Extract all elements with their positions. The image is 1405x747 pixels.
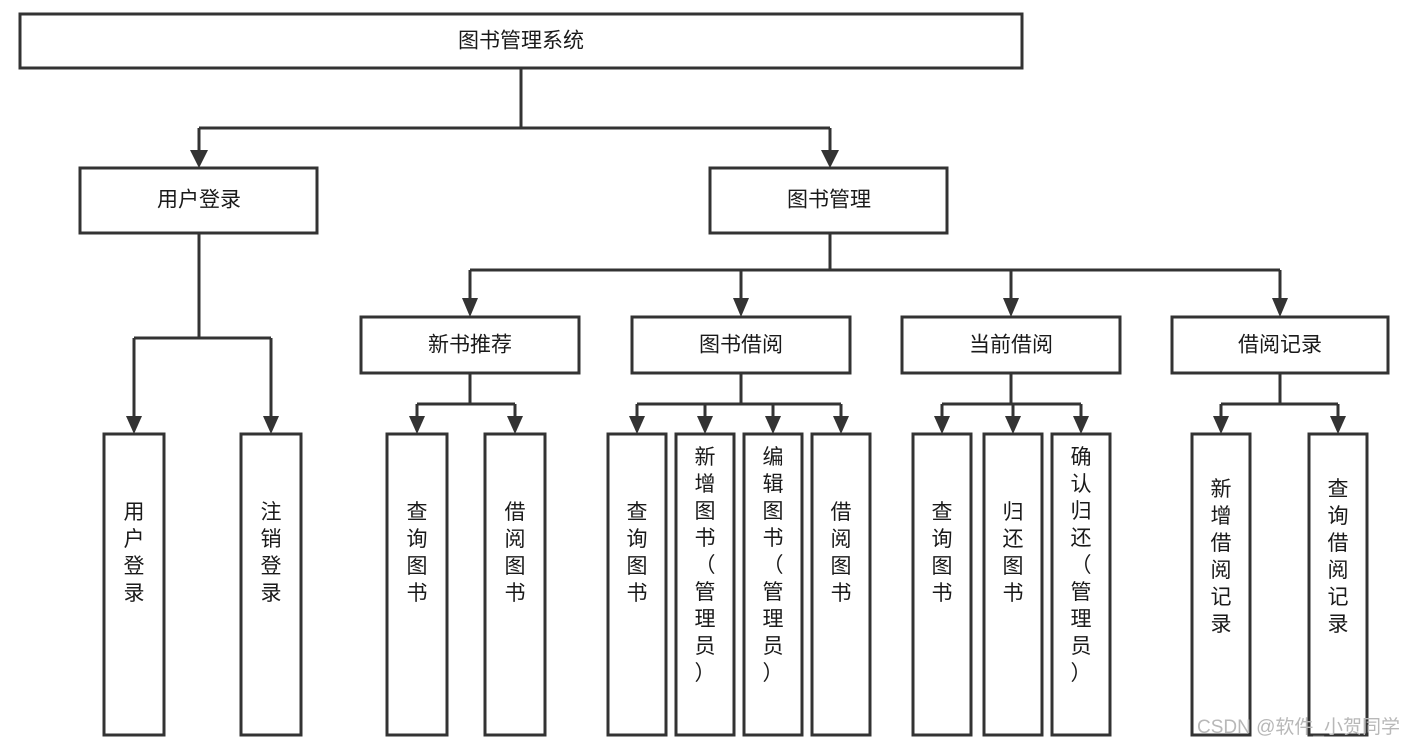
- leaf-logout-box[interactable]: [239, 432, 303, 737]
- leaf-query-book-current-box[interactable]: [911, 432, 973, 737]
- node-book-borrow-label: 图书借阅: [699, 334, 783, 357]
- node-root-label: 图书管理系统: [458, 30, 584, 53]
- leaf-add-book-admin-label: 新增图书（管理员）: [695, 446, 716, 685]
- csdn-watermark: CSDN @软件_小贺同学: [1197, 716, 1400, 738]
- arrowhead-newbook-l2: [507, 416, 523, 434]
- node-book-management-label: 图书管理: [787, 189, 871, 212]
- arrowhead-bm-borrow: [733, 298, 749, 317]
- connector-layer: [126, 68, 1346, 434]
- node-current-borrow-label: 当前借阅: [969, 334, 1053, 357]
- arrowhead-root-to-login: [190, 150, 208, 168]
- node-borrow-record[interactable]: 借阅记录: [1170, 315, 1390, 375]
- leaf-edit-book-admin-label: 编辑图书（管理员）: [763, 446, 784, 685]
- leaf-add-borrow-record-box[interactable]: [1190, 432, 1252, 737]
- arrowhead-root-to-bookmgmt: [821, 150, 839, 168]
- node-root[interactable]: 图书管理系统: [18, 12, 1024, 70]
- arrowhead-current-l2: [1005, 416, 1021, 434]
- arrowhead-borrow-l4: [833, 416, 849, 434]
- arrowhead-bm-record: [1272, 298, 1288, 317]
- leaf-edit-book-admin-box[interactable]: [742, 432, 804, 737]
- arrowhead-newbook-l1: [409, 416, 425, 434]
- leaf-borrow-book-label: 借阅图书: [831, 501, 852, 605]
- leaf-edit-book-admin[interactable]: 编辑图书（管理员）: [742, 432, 804, 737]
- leaf-query-book-borrow-box[interactable]: [606, 432, 668, 737]
- leaf-add-book-admin[interactable]: 新增图书（管理员）: [674, 432, 736, 737]
- arrowhead-login-leaf1: [126, 416, 142, 434]
- leaf-return-book-box[interactable]: [982, 432, 1044, 737]
- leaf-borrow-book[interactable]: 借阅图书: [810, 432, 872, 737]
- arrowhead-current-l1: [934, 416, 950, 434]
- leaf-query-book-current[interactable]: 查询图书: [911, 432, 973, 737]
- node-book-borrow[interactable]: 图书借阅: [630, 315, 852, 375]
- arrowhead-borrow-l1: [629, 416, 645, 434]
- leaf-query-book-borrow[interactable]: 查询图书: [606, 432, 668, 737]
- leaf-user-login[interactable]: 用户登录: [102, 432, 166, 737]
- leaf-return-book[interactable]: 归还图书: [982, 432, 1044, 737]
- leaf-borrow-book-rec-label: 借阅图书: [505, 501, 526, 605]
- leaf-borrow-book-rec[interactable]: 借阅图书: [483, 432, 547, 737]
- node-root-box[interactable]: [18, 12, 1024, 70]
- leaf-borrow-book-rec-box[interactable]: [483, 432, 547, 737]
- arrowhead-borrow-l3: [765, 416, 781, 434]
- leaf-add-borrow-record[interactable]: 新增借阅记录: [1190, 432, 1252, 737]
- leaf-user-login-label: 用户登录: [124, 501, 145, 605]
- node-user-login-box[interactable]: [78, 166, 319, 235]
- node-current-borrow-box[interactable]: [900, 315, 1122, 375]
- node-user-login-label: 用户登录: [157, 189, 241, 212]
- leaf-add-borrow-record-label: 新增借阅记录: [1211, 478, 1232, 636]
- arrowhead-record-l1: [1213, 416, 1229, 434]
- node-user-login[interactable]: 用户登录: [78, 166, 319, 235]
- node-new-book-recommend-box[interactable]: [359, 315, 581, 375]
- arrowhead-bm-newbook: [462, 298, 478, 317]
- node-new-book-recommend-label: 新书推荐: [428, 334, 512, 357]
- leaf-query-book-current-label: 查询图书: [932, 501, 953, 605]
- node-borrow-record-label: 借阅记录: [1238, 334, 1322, 357]
- leaf-logout-label: 注销登录: [261, 501, 282, 605]
- node-book-borrow-box[interactable]: [630, 315, 852, 375]
- leaf-confirm-return-admin-label: 确认归还（管理员）: [1071, 446, 1092, 685]
- leaf-query-borrow-record-box[interactable]: [1307, 432, 1369, 737]
- leaf-query-borrow-record[interactable]: 查询借阅记录: [1307, 432, 1369, 737]
- node-book-management[interactable]: 图书管理: [708, 166, 949, 235]
- leaf-query-book-rec-box[interactable]: [385, 432, 449, 737]
- node-borrow-record-box[interactable]: [1170, 315, 1390, 375]
- leaf-user-login-box[interactable]: [102, 432, 166, 737]
- leaf-borrow-book-box[interactable]: [810, 432, 872, 737]
- leaf-query-book-borrow-label: 查询图书: [627, 501, 648, 605]
- leaf-query-book-rec[interactable]: 查询图书: [385, 432, 449, 737]
- arrowhead-record-l2: [1330, 416, 1346, 434]
- leaf-return-book-label: 归还图书: [1003, 501, 1024, 605]
- arrowhead-borrow-l2: [697, 416, 713, 434]
- node-book-management-box[interactable]: [708, 166, 949, 235]
- node-current-borrow[interactable]: 当前借阅: [900, 315, 1122, 375]
- leaf-confirm-return-admin-box[interactable]: [1050, 432, 1112, 737]
- arrowhead-login-leaf2: [263, 416, 279, 434]
- leaf-confirm-return-admin[interactable]: 确认归还（管理员）: [1050, 432, 1112, 737]
- leaf-logout[interactable]: 注销登录: [239, 432, 303, 737]
- leaf-query-borrow-record-label: 查询借阅记录: [1328, 478, 1349, 636]
- leaf-query-book-rec-label: 查询图书: [407, 501, 428, 605]
- arrowhead-bm-current: [1003, 298, 1019, 317]
- leaf-add-book-admin-box[interactable]: [674, 432, 736, 737]
- arrowhead-current-l3: [1073, 416, 1089, 434]
- node-new-book-recommend[interactable]: 新书推荐: [359, 315, 581, 375]
